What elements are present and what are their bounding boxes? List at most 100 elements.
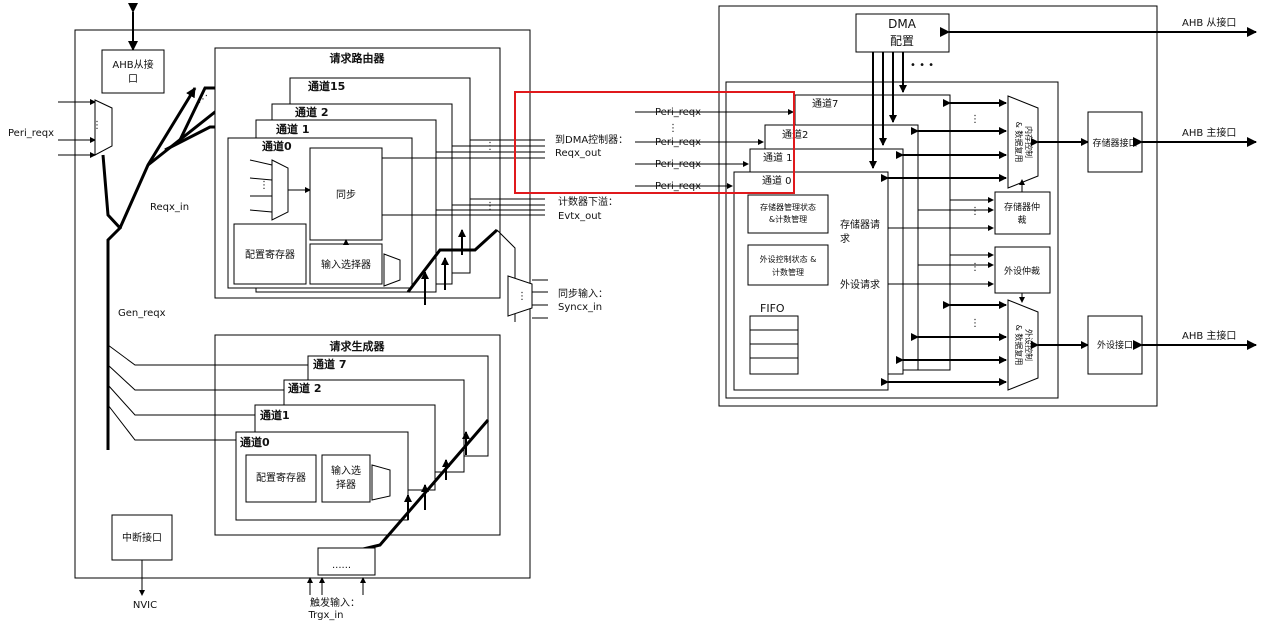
dma-ch0-label: 通道 0 (762, 174, 792, 187)
router-mux-inputs (249, 159, 273, 213)
ahb-slave-label-2: 口 (128, 74, 138, 85)
mem-status-label-1: 存储器管理状态 (760, 202, 816, 212)
fifo-slots (750, 329, 798, 359)
mem-status-label-2: &计数管理 (769, 214, 807, 224)
trigger-dots: ...... (332, 560, 351, 571)
dma-peri-label-1: Peri_reqx (655, 159, 701, 170)
peri-mux-label-2: & 数据复用 (1014, 325, 1024, 366)
router-input-sel-label: 输入选择器 (321, 258, 371, 271)
highlight-box (514, 91, 795, 194)
router-input-sel-box (309, 243, 383, 285)
dma-peri-label-0: Peri_reqx (655, 181, 701, 192)
counter-overflow-label: 计数器下溢： (558, 195, 618, 208)
dma-ch7-label: 通道7 (812, 97, 838, 110)
mem-arb-label-2: 裁 (1017, 214, 1026, 226)
peri-data-arrows (881, 301, 1007, 386)
router-ch2-label: 通道 2 (295, 105, 328, 119)
ahb-slave-label: AHB 从接口 (1182, 16, 1236, 29)
mem-if-label: 存储器接口 (1092, 137, 1137, 149)
mux-dots-1: ⋮ (92, 120, 102, 131)
gen-input-sel-box (321, 454, 371, 503)
peri-req-label: 外设请求 (840, 278, 880, 291)
ahb-slave-box (101, 49, 165, 94)
arb-dots-2: ⋮ (970, 262, 980, 273)
gen-line-ch1 (107, 384, 255, 416)
gen-line-ch2 (107, 364, 284, 391)
generator-title: 请求生成器 (330, 339, 386, 353)
dma-config-label-2: 配置 (890, 34, 914, 48)
mem-arb-label-1: 存储器仲 (1004, 201, 1040, 213)
arb-request-lines (888, 197, 994, 287)
router-title: 请求路由器 (330, 51, 386, 65)
peri-arb-box (994, 246, 1051, 294)
peri-input-mux (94, 99, 113, 156)
router-ch0-mux (271, 159, 289, 221)
ahb-master-2-label: AHB 主接口 (1182, 329, 1236, 342)
syncx-in-label: Syncx_in (558, 302, 602, 313)
gen-input-sel-mux (371, 464, 391, 501)
gen-ch2-label: 通道 2 (288, 381, 321, 395)
bus-dots: ⋰ (198, 94, 208, 105)
interrupt-if-box (111, 514, 173, 561)
router-out-dots-2: ⋮ (485, 201, 495, 212)
trigger-input-label: 触发输入： (310, 596, 360, 609)
router-config-reg-label: 配置寄存器 (245, 248, 295, 261)
mem-status-box (747, 194, 829, 234)
peri-arrows-dots: ⋮ (970, 318, 980, 329)
sync-input-label: 同步输入： (558, 287, 608, 300)
fifo-label: FIFO (760, 302, 785, 315)
mem-data-arrows (881, 99, 1007, 182)
gen-input-sel-label-1: 输入选 (331, 464, 361, 477)
dma-config-box (855, 13, 950, 53)
mem-mux-label-2: & 数据复用 (1014, 122, 1024, 163)
router-ch15-label: 通道15 (308, 79, 345, 93)
mem-req-label-2: 求 (840, 233, 850, 245)
reqx-in-label: Reqx_in (150, 202, 189, 213)
router-output-lines (382, 139, 545, 216)
router-mux-dots: ⋮ (259, 180, 269, 191)
router-ch1-label: 通道 1 (276, 122, 309, 136)
dma-ch1-label: 通道 1 (763, 151, 793, 164)
router-out-dots-1: ⋮ (485, 141, 495, 152)
peri-mux-label-1: 外设控制 (1024, 329, 1034, 361)
trigger-input-mux (317, 547, 376, 576)
sync-input-lines (532, 279, 548, 319)
dma-peri-label-2: Peri_reqx (655, 137, 701, 148)
gen-config-reg-label: 配置寄存器 (256, 471, 306, 484)
peri-status-label-1: 外设控制状态 & (760, 254, 817, 264)
fifo-box (749, 315, 799, 375)
dma-config-label-1: DMA (888, 17, 917, 31)
reqx-out-label: Reqx_out (555, 148, 601, 159)
gen-line-ch7 (107, 344, 308, 366)
gen-ch7-label: 通道 7 (313, 357, 346, 371)
gen-config-reg-box (245, 454, 317, 503)
sync-mux-dots: ⋮ (517, 291, 527, 302)
evtx-out-label: Evtx_out (558, 211, 602, 222)
sync-label: 同步 (336, 189, 356, 201)
nvic-label: NVIC (133, 600, 157, 611)
router-config-reg-box (233, 223, 307, 285)
peri-reqx-label: Peri_reqx (8, 128, 54, 139)
peri-status-box (747, 244, 829, 286)
trgx-in-label: Trgx_in (308, 610, 344, 621)
cfg-dots: • • • (910, 60, 934, 71)
mem-arb-box (994, 191, 1051, 235)
to-dma-label: 到DMA控制器： (555, 133, 628, 146)
mem-req-label-1: 存储器请 (840, 218, 880, 231)
gen-ch0-label: 通道0 (240, 435, 270, 449)
router-input-sel-mux (383, 253, 401, 287)
mem-mux-label-1: 内存控制 (1024, 126, 1034, 158)
sync-box (309, 147, 383, 241)
sync-input-mux (507, 275, 533, 317)
dma-peri-label-7: Peri_reqx (655, 107, 701, 118)
ahb-master-1-label: AHB 主接口 (1182, 126, 1236, 139)
mem-arrows-dots: ⋮ (970, 114, 980, 125)
peri-mux-box (1007, 299, 1039, 391)
gen-reqx-label: Gen_reqx (118, 308, 166, 319)
gen-line-ch0 (107, 404, 236, 441)
interrupt-if-label: 中断接口 (122, 531, 162, 544)
peri-if-label: 外设接口 (1097, 339, 1133, 351)
arb-dots-1: ⋮ (970, 206, 980, 217)
dma-ch2-label: 通道2 (782, 128, 808, 141)
